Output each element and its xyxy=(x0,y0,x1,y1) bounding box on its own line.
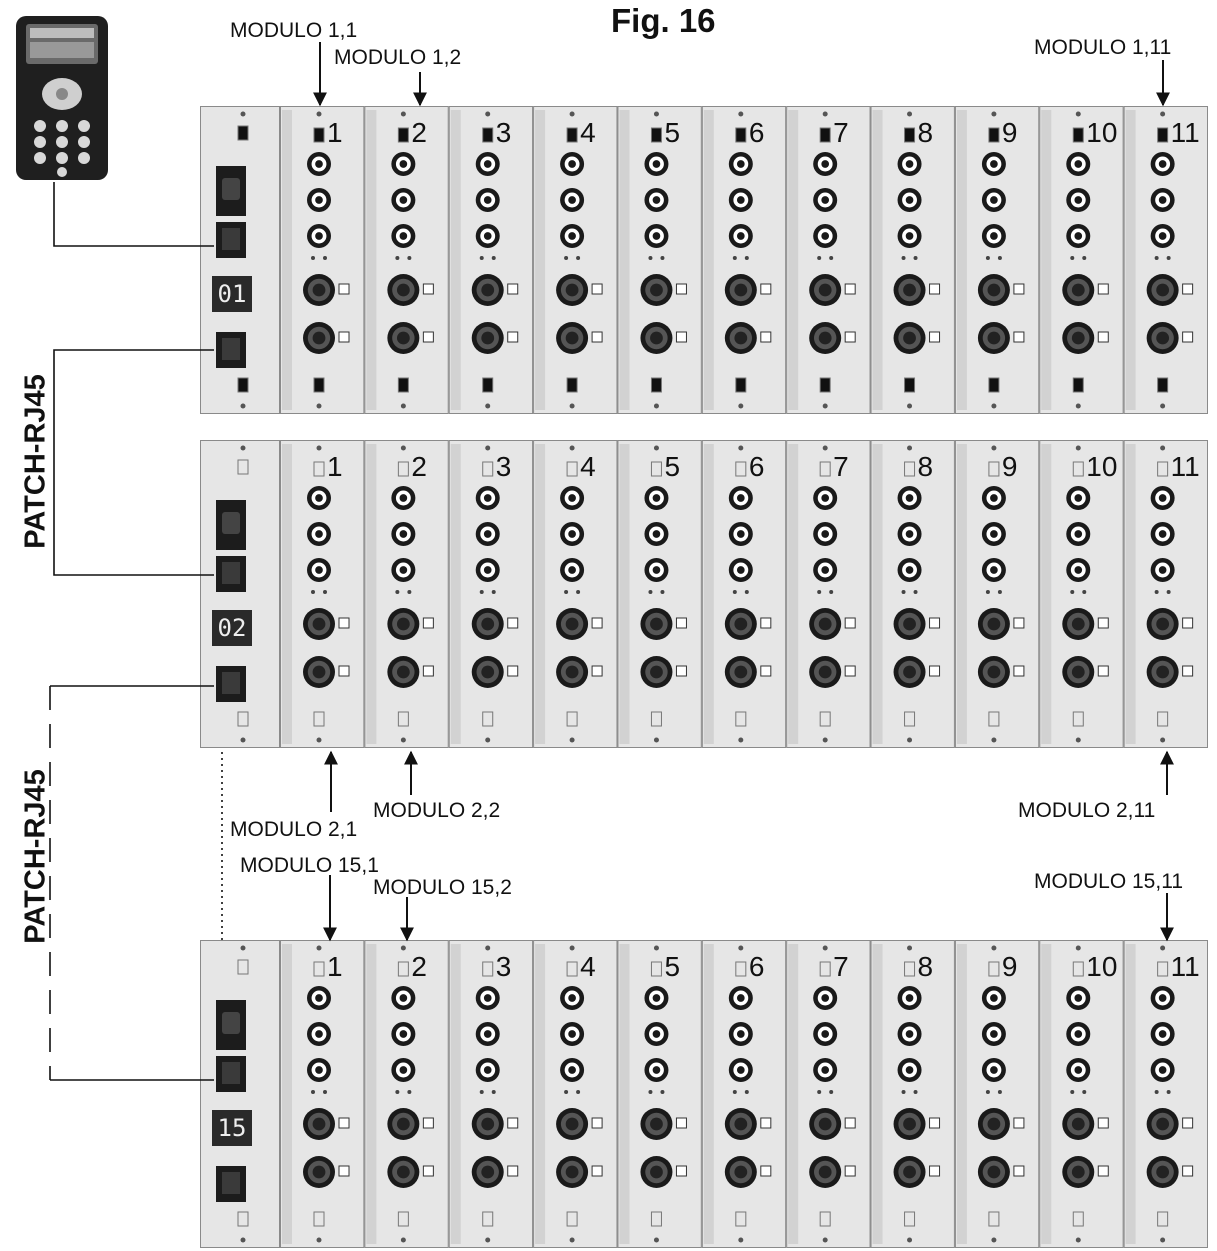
rack-2: 02 1 2 3 4 5 6 7 8 9 10 11 xyxy=(200,440,1208,748)
module-11: 11 xyxy=(1123,440,1208,748)
module-11: 11 xyxy=(1123,106,1208,414)
module-5: 5 xyxy=(617,106,702,414)
module-8: 8 xyxy=(870,106,955,414)
module-6: 6 xyxy=(701,440,787,748)
module-number: 10 xyxy=(1086,951,1117,982)
module-number: 4 xyxy=(580,951,596,982)
module-number: 3 xyxy=(496,951,512,982)
patch-label-bottom: PATCH-RJ45 xyxy=(19,769,52,944)
module-11: 11 xyxy=(1123,940,1208,1248)
module-number: 3 xyxy=(496,117,512,148)
callout-modulo-2-2: MODULO 2,2 xyxy=(373,799,501,822)
module-2: 2 xyxy=(364,440,449,748)
module-4: 4 xyxy=(533,440,618,748)
module-10: 10 xyxy=(1039,106,1124,414)
module-number: 1 xyxy=(327,117,343,148)
module-number: 7 xyxy=(833,117,849,148)
module-number: 4 xyxy=(580,117,596,148)
module-number: 11 xyxy=(1171,117,1200,148)
module-number: 10 xyxy=(1086,117,1117,148)
module-number: 2 xyxy=(411,117,427,148)
rack-display: 15 xyxy=(218,1114,247,1142)
module-7: 7 xyxy=(786,940,871,1248)
power-panel: 01 xyxy=(200,106,280,414)
module-number: 6 xyxy=(749,117,765,148)
module-number: 5 xyxy=(664,951,680,982)
module-5: 5 xyxy=(617,440,702,748)
rack-15: 15 1 2 3 4 5 6 7 8 9 10 11 xyxy=(200,940,1208,1248)
module-7: 7 xyxy=(786,440,871,748)
module-number: 5 xyxy=(664,451,680,482)
module-number: 3 xyxy=(496,451,512,482)
rack-display: 02 xyxy=(218,614,247,642)
module-number: 10 xyxy=(1086,451,1117,482)
module-9: 9 xyxy=(954,440,1040,748)
module-number: 9 xyxy=(1002,117,1018,148)
module-number: 1 xyxy=(327,951,343,982)
module-6: 6 xyxy=(701,106,787,414)
module-10: 10 xyxy=(1039,940,1124,1248)
module-3: 3 xyxy=(448,440,534,748)
callout-modulo-15-11: MODULO 15,11 xyxy=(1034,870,1183,893)
module-number: 4 xyxy=(580,451,596,482)
module-8: 8 xyxy=(870,440,955,748)
module-4: 4 xyxy=(533,106,618,414)
callout-modulo-1-1: MODULO 1,1 xyxy=(230,19,358,42)
module-2: 2 xyxy=(364,940,449,1248)
power-panel: 15 xyxy=(200,940,280,1248)
callout-modulo-15-1: MODULO 15,1 xyxy=(240,854,379,877)
module-number: 11 xyxy=(1171,451,1200,482)
callout-modulo-2-11: MODULO 2,11 xyxy=(1018,799,1156,822)
module-number: 2 xyxy=(411,951,427,982)
module-number: 7 xyxy=(833,451,849,482)
module-number: 2 xyxy=(411,451,427,482)
module-number: 9 xyxy=(1002,951,1018,982)
module-7: 7 xyxy=(786,106,871,414)
module-1: 1 xyxy=(280,106,365,414)
remote-control-icon xyxy=(14,14,110,182)
module-10: 10 xyxy=(1039,440,1124,748)
callout-modulo-1-11: MODULO 1,11 xyxy=(1034,36,1172,59)
callout-modulo-2-1: MODULO 2,1 xyxy=(230,818,358,841)
module-number: 9 xyxy=(1002,451,1018,482)
figure-title: Fig. 16 xyxy=(611,2,716,39)
callout-modulo-1-2: MODULO 1,2 xyxy=(334,46,462,69)
module-number: 8 xyxy=(918,951,934,982)
module-number: 8 xyxy=(918,117,934,148)
module-number: 8 xyxy=(918,451,934,482)
module-4: 4 xyxy=(533,940,618,1248)
rack-1: 01 1 2 3 4 5 6 7 8 9 10 11 xyxy=(200,106,1208,414)
module-1: 1 xyxy=(280,940,365,1248)
module-1: 1 xyxy=(280,440,365,748)
module-number: 7 xyxy=(833,951,849,982)
module-9: 9 xyxy=(954,940,1040,1248)
callout-modulo-15-2: MODULO 15,2 xyxy=(373,876,512,899)
module-number: 5 xyxy=(664,117,680,148)
module-5: 5 xyxy=(617,940,702,1248)
power-panel: 02 xyxy=(200,440,280,748)
module-8: 8 xyxy=(870,940,955,1248)
rack-display: 01 xyxy=(218,280,247,308)
module-3: 3 xyxy=(448,106,534,414)
patch-label-top: PATCH-RJ45 xyxy=(19,374,52,549)
module-number: 1 xyxy=(327,451,343,482)
module-2: 2 xyxy=(364,106,449,414)
module-3: 3 xyxy=(448,940,534,1248)
module-number: 6 xyxy=(749,451,765,482)
module-6: 6 xyxy=(701,940,787,1248)
module-number: 11 xyxy=(1171,951,1200,982)
module-number: 6 xyxy=(749,951,765,982)
module-9: 9 xyxy=(954,106,1040,414)
